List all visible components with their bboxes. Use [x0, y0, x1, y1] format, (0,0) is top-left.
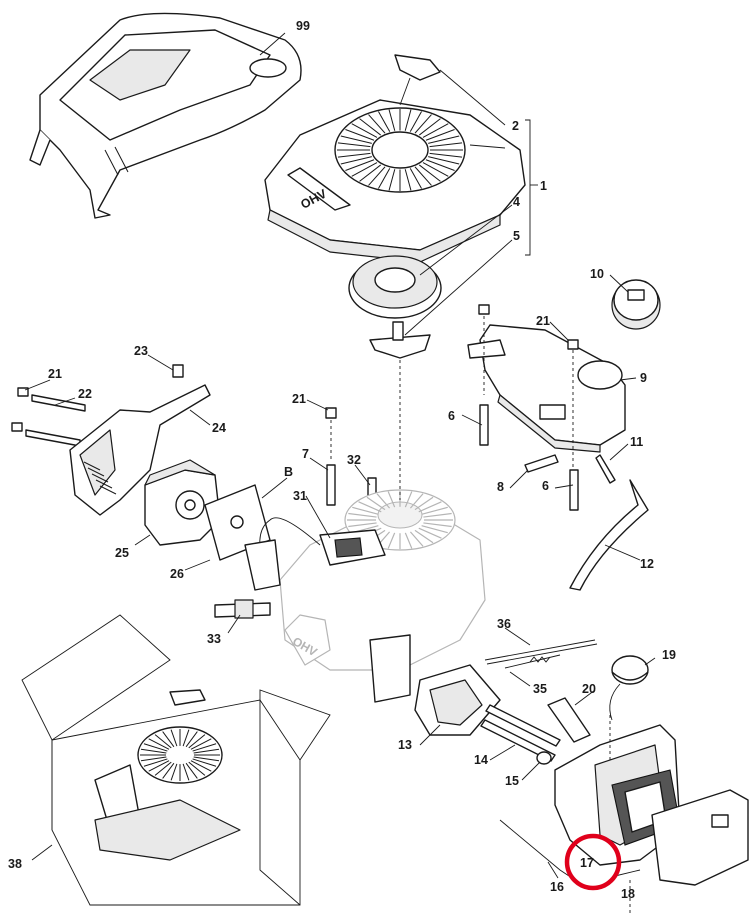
callout-99[interactable]: 99	[296, 19, 310, 33]
part-4-starter-pulley[interactable]	[348, 255, 442, 319]
callout-15[interactable]: 15	[505, 774, 519, 788]
part-14-carb-studs[interactable]	[480, 704, 561, 762]
callout-2[interactable]: 2	[512, 119, 519, 133]
callout-8[interactable]: 8	[497, 480, 504, 494]
part-19-primer-bulb[interactable]	[609, 655, 649, 721]
callout-20[interactable]: 20	[582, 682, 596, 696]
part-35-governor-spring[interactable]	[504, 654, 561, 669]
part-36-governor-rod[interactable]	[484, 639, 598, 665]
callout-32[interactable]: 32	[347, 453, 361, 467]
part-2-starter-handle	[394, 54, 441, 81]
callout-21-tank[interactable]: 21	[536, 314, 550, 328]
part-31-ignition-coil[interactable]	[244, 517, 386, 591]
callout-12[interactable]: 12	[640, 557, 654, 571]
part-25-muffler[interactable]	[144, 459, 221, 546]
part-38-engine-box[interactable]	[21, 614, 331, 906]
callout-19[interactable]: 19	[662, 648, 676, 662]
callout-b[interactable]: B	[284, 465, 293, 479]
part-20-fuel-hose[interactable]	[547, 697, 591, 743]
callout-1[interactable]: 1	[540, 179, 547, 193]
callout-5[interactable]: 5	[513, 229, 520, 243]
part-1-recoil-starter[interactable]: OHV	[264, 54, 526, 263]
callout-14[interactable]: 14	[474, 753, 488, 767]
callout-31[interactable]: 31	[293, 489, 307, 503]
part-5-starter-hub[interactable]	[369, 321, 431, 359]
callout-18[interactable]: 18	[621, 887, 635, 901]
part-99-engine-cover[interactable]	[29, 12, 302, 219]
part-24-muffler-guard[interactable]	[69, 384, 211, 516]
callout-6-lower[interactable]: 6	[542, 479, 549, 493]
part-9-fuel-tank[interactable]	[467, 324, 626, 453]
highlight-circle-part-17	[564, 833, 622, 891]
part-26-muffler-gasket[interactable]	[204, 484, 271, 561]
callout-4[interactable]: 4	[513, 195, 520, 209]
part-10-fuel-cap[interactable]	[611, 279, 661, 330]
callout-21-center[interactable]: 21	[292, 392, 306, 406]
part-18-air-filter-cover[interactable]	[651, 789, 749, 886]
part-33-spark-plug[interactable]	[214, 599, 271, 619]
callout-6-upper[interactable]: 6	[448, 409, 455, 423]
callout-10[interactable]: 10	[590, 267, 604, 281]
callout-17[interactable]: 17	[580, 856, 594, 870]
callout-11[interactable]: 11	[630, 435, 643, 449]
part-15-nut[interactable]	[536, 751, 552, 765]
callout-25[interactable]: 25	[115, 546, 129, 560]
callout-23[interactable]: 23	[134, 344, 148, 358]
callout-24[interactable]: 24	[212, 421, 226, 435]
callout-labels: 99 2 1 4 5 10 9 21 21 22 23 24 21 6 11 7…	[8, 19, 676, 901]
callout-35[interactable]: 35	[533, 682, 547, 696]
callout-21-left[interactable]: 21	[48, 367, 62, 381]
callout-9[interactable]: 9	[640, 371, 647, 385]
callout-38[interactable]: 38	[8, 857, 22, 871]
part-13-carburettor[interactable]	[369, 634, 501, 736]
callout-13[interactable]: 13	[398, 738, 412, 752]
callout-7[interactable]: 7	[302, 447, 309, 461]
callout-33[interactable]: 33	[207, 632, 221, 646]
callout-26[interactable]: 26	[170, 567, 184, 581]
leader-lines	[24, 32, 656, 915]
callout-22[interactable]: 22	[78, 387, 92, 401]
part-12-fuel-line[interactable]	[569, 479, 649, 591]
callout-36[interactable]: 36	[497, 617, 511, 631]
callout-16[interactable]: 16	[550, 880, 564, 894]
hardware-fasteners	[11, 304, 616, 511]
